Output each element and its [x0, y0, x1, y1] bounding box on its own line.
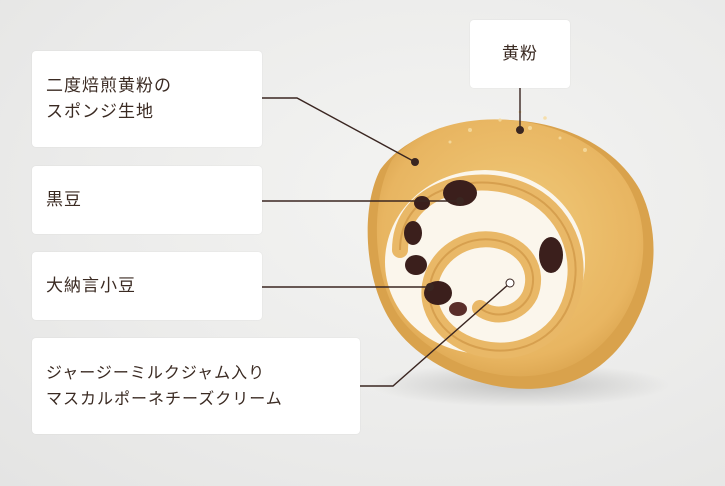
beans — [404, 180, 563, 316]
callout-cream: ジャージーミルクジャム入り マスカルポーネチーズクリーム — [32, 338, 360, 434]
callout-sponge: 二度焙煎黄粉の スポンジ生地 — [32, 51, 262, 147]
dot-kinako — [516, 126, 524, 134]
dot-cream — [505, 278, 515, 288]
kuromame-bean — [414, 196, 430, 210]
callout-dainagon: 大納言小豆 — [32, 252, 262, 320]
leader-dots — [411, 126, 524, 291]
callout-kuromame: 黒豆 — [32, 166, 262, 234]
leader-sponge — [262, 97, 416, 163]
callout-cream-line1: ジャージーミルクジャム入り — [46, 363, 266, 382]
kuromame-bean — [404, 221, 422, 245]
callout-kuromame-text: 黒豆 — [46, 190, 82, 210]
sponge-spiral-edge — [399, 181, 577, 352]
kuromame-bean — [443, 180, 477, 206]
callout-sponge-line1: 二度焙煎黄粉の — [46, 76, 172, 96]
roll-cake — [367, 110, 654, 389]
callout-sponge-line2: スポンジ生地 — [46, 102, 154, 122]
leader-lines — [262, 88, 521, 387]
dot-sponge — [411, 158, 419, 166]
azuki-bean — [405, 255, 427, 275]
callout-kinako: 黄粉 — [470, 20, 570, 88]
callout-kinako-text: 黄粉 — [502, 44, 538, 64]
callout-cream-line2: マスカルポーネチーズクリーム — [46, 389, 283, 408]
azuki-bean — [449, 302, 467, 316]
dot-kuromame — [456, 197, 464, 205]
leader-cream — [360, 282, 511, 387]
kuromame-bean — [539, 237, 563, 273]
kinako-dust — [448, 110, 587, 152]
callout-dainagon-text: 大納言小豆 — [46, 276, 136, 296]
dot-dainagon — [426, 283, 434, 291]
